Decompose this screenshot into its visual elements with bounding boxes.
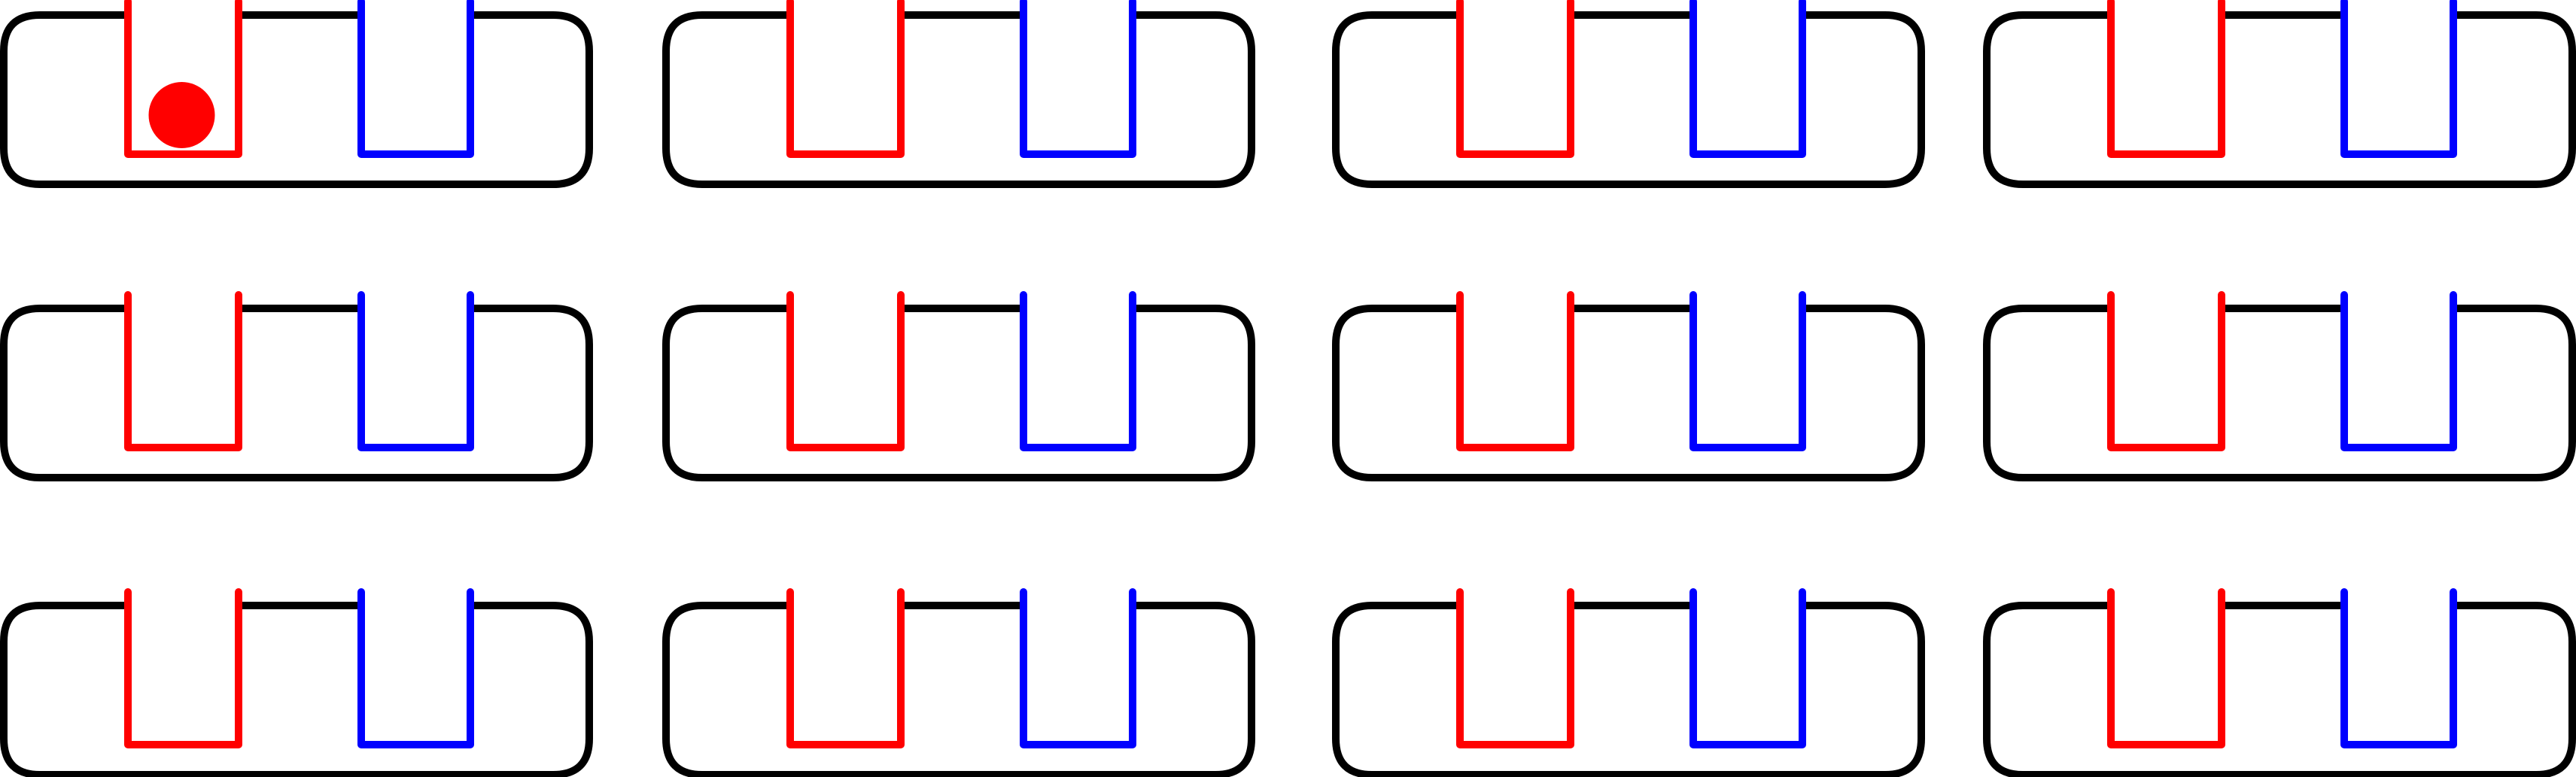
left-cup [124, 588, 242, 748]
panel-r1c1 [0, 0, 593, 188]
track-outline [662, 305, 1255, 481]
panel-r2c2 [662, 291, 1255, 481]
track-outline [662, 602, 1255, 777]
left-cup [786, 291, 905, 451]
left-cup [2107, 0, 2225, 158]
track-outline [0, 305, 593, 481]
right-cup [1020, 588, 1136, 748]
ball [148, 82, 215, 148]
left-cup [786, 0, 905, 158]
track-outline [1332, 11, 1925, 188]
panel-r2c4 [1983, 291, 2576, 481]
right-cup [1020, 291, 1136, 451]
left-cup [2107, 588, 2225, 748]
left-cup [124, 291, 242, 451]
right-cup [357, 588, 474, 748]
left-cup [1456, 0, 1574, 158]
panel-r3c2 [662, 588, 1255, 777]
track-outline [0, 602, 593, 777]
left-cup [1456, 588, 1574, 748]
track-outline [662, 11, 1255, 188]
right-cup [1689, 0, 1806, 158]
panel-r1c4 [1983, 0, 2576, 188]
right-cup [1020, 0, 1136, 158]
panel-r2c3 [1332, 291, 1925, 481]
track-outline [1332, 305, 1925, 481]
panel-r2c1 [0, 291, 593, 481]
panel-r3c1 [0, 588, 593, 777]
panel-r3c4 [1983, 588, 2576, 777]
track-outline [1332, 602, 1925, 777]
right-cup [357, 291, 474, 451]
panel-r1c2 [662, 0, 1255, 188]
right-cup [1689, 588, 1806, 748]
track-outline [1983, 305, 2576, 481]
left-cup [786, 588, 905, 748]
right-cup [2340, 0, 2457, 158]
right-cup [2340, 588, 2457, 748]
track-outline [0, 11, 593, 188]
panel-r1c3 [1332, 0, 1925, 188]
panel-r3c3 [1332, 588, 1925, 777]
track-outline [1983, 11, 2576, 188]
left-cup [124, 0, 242, 158]
right-cup [1689, 291, 1806, 451]
right-cup [357, 0, 474, 158]
left-cup [1456, 291, 1574, 451]
left-cup [2107, 291, 2225, 451]
track-outline [1983, 602, 2576, 777]
right-cup [2340, 291, 2457, 451]
